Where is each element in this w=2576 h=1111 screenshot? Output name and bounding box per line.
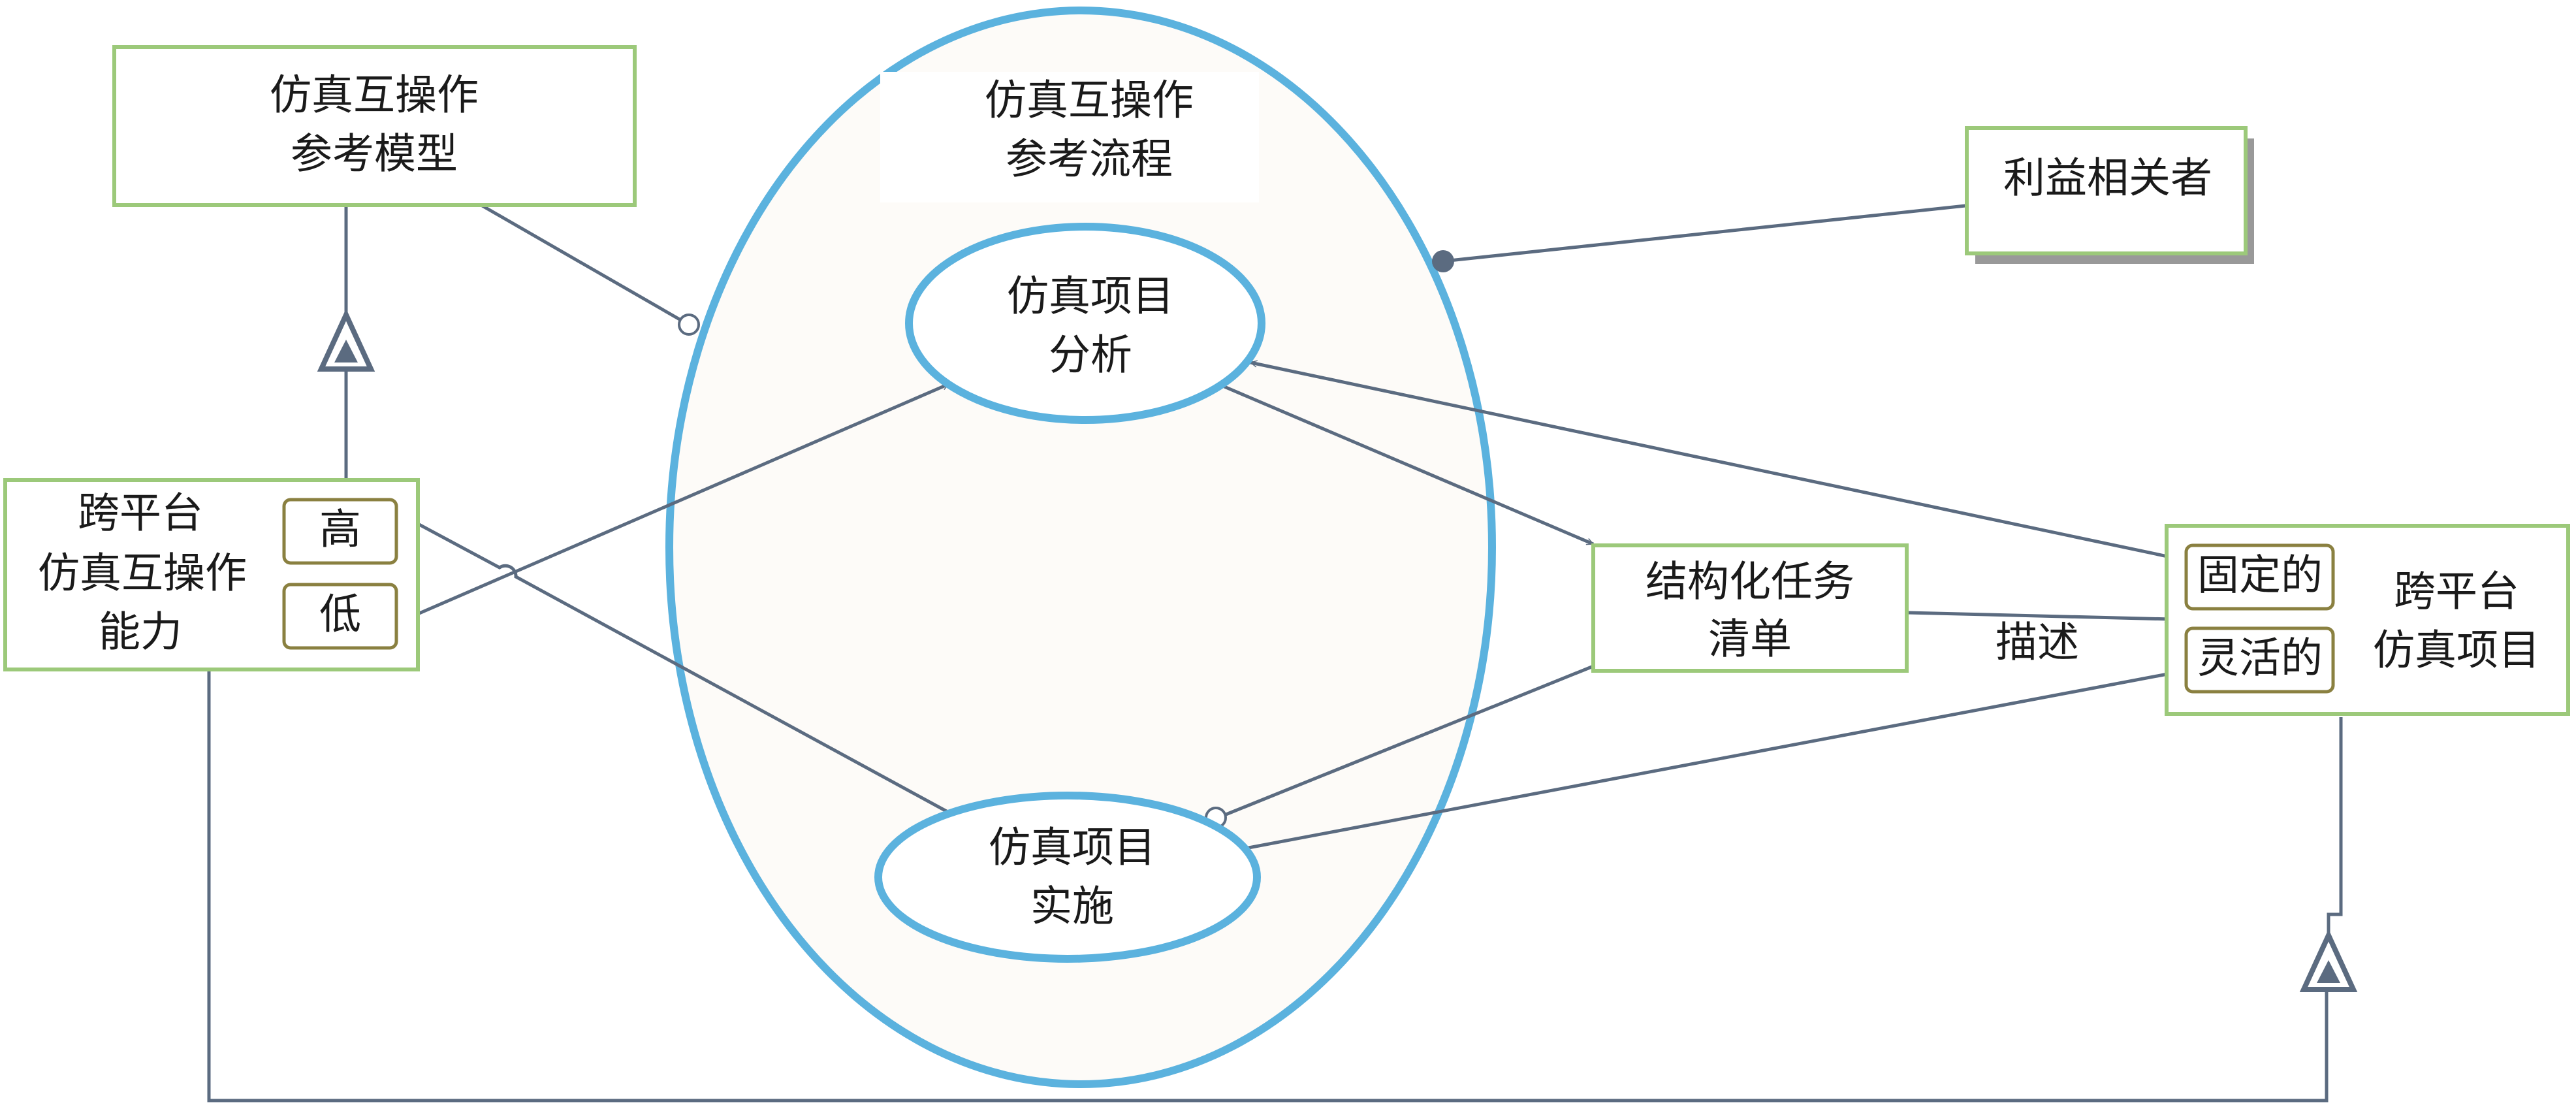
describe-label: 描述 [1996,619,2079,668]
reference-process-line-1: 仿真互操作 [985,77,1194,125]
level-high-label: 高 [319,506,361,555]
reference-process-ellipse [665,7,1496,1088]
describe-arrow [1906,611,2171,619]
project-analysis-line-2: 分析 [1049,332,1132,380]
project-implementation-line-1: 仿真项目 [989,824,1156,873]
project-implementation-line-2: 实施 [1030,883,1114,931]
cross-platform-project-line-1: 跨平台 [2394,568,2519,617]
ref-model-to-process-link [479,202,689,326]
reference-process-line-2: 参考流程 [1006,136,1173,184]
capability-line-3: 能力 [99,609,182,657]
reference-model-node: 仿真互操作 参考模型 [112,45,637,207]
capability-line-2: 仿真互操作 [38,550,247,598]
cross-platform-project-node: 固定的 灵活的 跨平台 仿真项目 [2165,524,2570,716]
stakeholders-label: 利益相关者 [2003,155,2212,203]
generalization-triangle-right-inner [2317,960,2340,983]
project-implementation-node: 仿真项目 实施 [874,792,1261,963]
level-low-label: 低 [319,591,361,639]
fixed-label: 固定的 [2197,552,2323,600]
analysis-to-tasklist-arrow [1224,385,1593,546]
ref-model-link-endpoint [678,314,700,336]
flexible-label: 灵活的 [2197,635,2323,683]
reference-model-line-1: 仿真互操作 [270,72,479,120]
generalization-line-right [2327,717,2343,935]
level-high-tag [282,498,398,565]
level-low-tag [282,583,398,650]
stakeholders-node: 利益相关者 [1965,126,2254,264]
stakeholder-link-endpoint [1432,250,1454,272]
fixed-to-analysis-arrow [1250,362,2187,562]
flexible-tag [2184,626,2335,694]
fixed-tag [2184,543,2335,611]
low-to-analysis-arrow [399,382,949,624]
implementation-to-high-arrow [400,512,951,815]
project-analysis-line-1: 仿真项目 [1007,273,1174,321]
cross-platform-project-line-2: 仿真项目 [2373,627,2540,675]
stakeholder-link [1442,204,1966,263]
implementation-to-tasklist-link [1220,664,1594,818]
capability-line-1: 跨平台 [78,490,203,538]
task-list-node: 结构化任务 清单 [1591,543,1909,673]
implementation-to-flexible-arrow [1248,673,2174,850]
task-list-line-1: 结构化任务 [1646,558,1854,607]
reference-model-line-2: 参考模型 [291,131,458,179]
bottom-generalization-line [207,671,2329,1103]
generalization-triangle-left-inner [334,340,358,362]
reference-process-label-bg [880,72,1259,202]
project-analysis-node: 仿真项目 分析 [905,223,1265,424]
capability-node: 跨平台 仿真互操作 能力 高 低 [3,478,420,671]
task-list-line-2: 清单 [1708,616,1792,664]
